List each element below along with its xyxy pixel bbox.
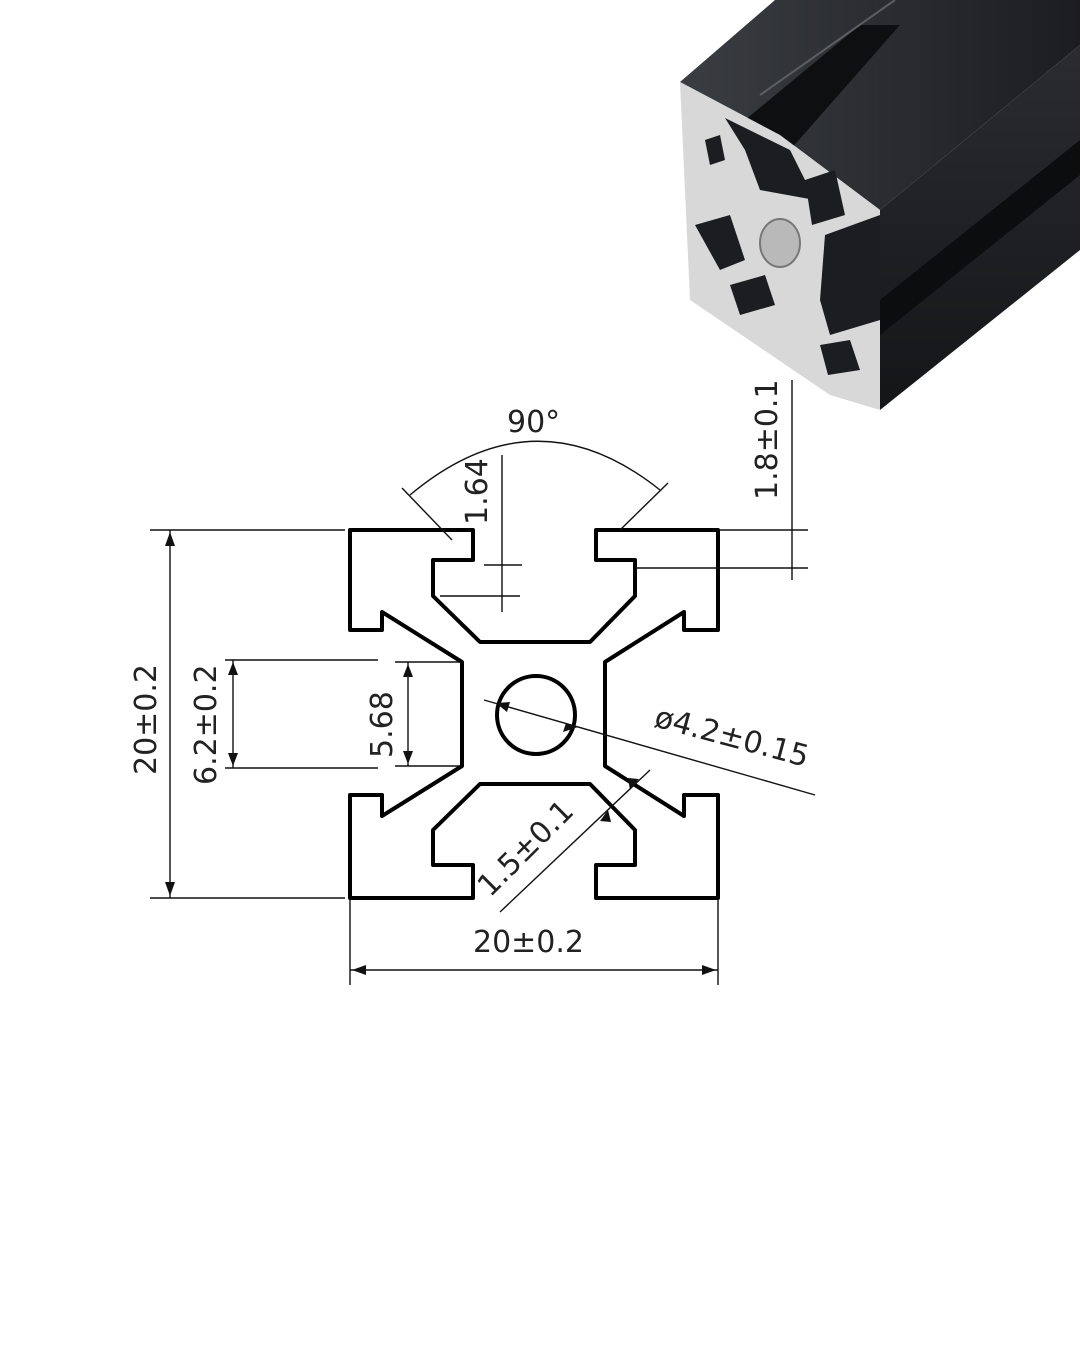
angle-label: 90° (507, 405, 560, 440)
extrusion-slot-top (725, 118, 815, 200)
extrusion-side-groove (880, 140, 1080, 335)
extrusion-top-face (680, 0, 1080, 210)
dimension-lines (150, 380, 816, 985)
extrusion-slot-right (820, 215, 880, 335)
extrusion-cavity-4 (820, 340, 860, 375)
angle-arc (409, 440, 661, 496)
lip-thickness-label: 1.8±0.1 (750, 379, 785, 500)
extrusion-cavity-2 (805, 170, 845, 225)
overall-height-label: 20±0.2 (129, 664, 164, 775)
slot-inner-label: 5.68 (365, 691, 400, 758)
overall-width-label: 20±0.2 (473, 925, 584, 960)
extrusion-cavity-1 (705, 135, 725, 165)
extrusion-top-groove (745, 25, 900, 150)
extrusion-center-bore (759, 218, 801, 268)
extrusion-slot-left (695, 215, 745, 270)
center-bore-label: ø4.2±0.15 (651, 700, 813, 775)
extrusion-cavity-3 (730, 275, 775, 315)
slot-opening-label: 6.2±0.2 (189, 664, 224, 785)
extrusion-photo (680, 0, 1080, 410)
slot-depth-label: 1.64 (460, 458, 495, 525)
